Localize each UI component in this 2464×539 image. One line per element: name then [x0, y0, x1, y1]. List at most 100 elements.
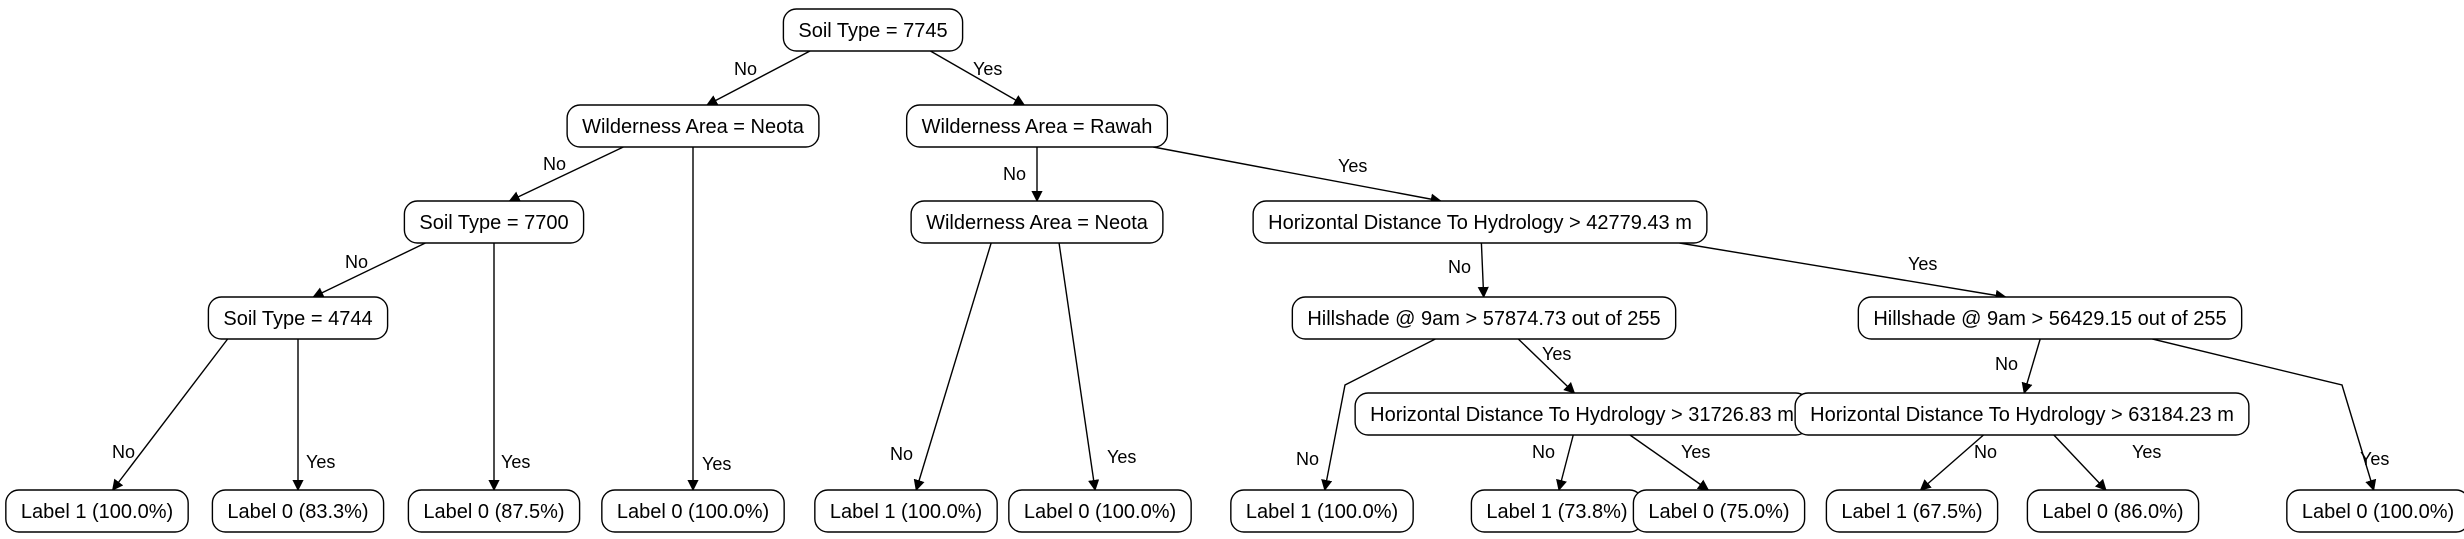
tree-node-label: Label 1 (100.0%): [21, 501, 173, 523]
tree-node-n15: Label 1 (100.0%): [1230, 489, 1414, 533]
tree-node-box: [1008, 489, 1192, 533]
tree-node-n14: Label 0 (83.3%): [211, 489, 385, 533]
tree-node-n10: Label 0 (100.0%): [1008, 489, 1192, 533]
tree-node-label: Label 1 (100.0%): [830, 501, 982, 523]
tree-node-n3: Soil Type = 7700: [403, 200, 585, 244]
tree-node-n11: Hillshade @ 9am > 57874.73 out of 255: [1291, 296, 1677, 340]
tree-node-n21: Label 1 (67.5%): [1825, 489, 1999, 533]
edge-label-no: No: [112, 442, 135, 462]
tree-node-n22: Label 0 (86.0%): [2026, 489, 2200, 533]
tree-node-label: Label 0 (100.0%): [2302, 501, 2454, 523]
tree-edge: [1517, 338, 1576, 394]
tree-node-box: [905, 104, 1169, 148]
tree-edge: [1321, 338, 1436, 492]
edge-label-no: No: [543, 154, 566, 174]
tree-node-label: Horizontal Distance To Hydrology > 63184…: [1810, 404, 2234, 426]
tree-node-box: [1825, 489, 1999, 533]
edge-label-no: No: [345, 252, 368, 272]
tree-node-label: Label 1 (100.0%): [1246, 501, 1398, 523]
tree-node-n19: Label 1 (73.8%): [1470, 489, 1644, 533]
tree-edge: [930, 50, 1026, 106]
edge-label-no: No: [890, 444, 913, 464]
tree-node-n6: Horizontal Distance To Hydrology > 42779…: [1252, 200, 1708, 244]
edge-label-no: No: [1974, 442, 1997, 462]
tree-node-label: Hillshade @ 9am > 57874.73 out of 255: [1307, 308, 1660, 330]
tree-node-label: Label 0 (75.0%): [1648, 501, 1789, 523]
tree-node-label: Hillshade @ 9am > 56429.15 out of 255: [1873, 308, 2226, 330]
tree-edge: [1058, 242, 1100, 492]
tree-node-box: [1794, 392, 2250, 436]
tree-edge: [111, 338, 229, 491]
tree-node-box: [1291, 296, 1677, 340]
edge-label-yes: Yes: [702, 454, 731, 474]
tree-edge: [1556, 434, 1574, 492]
edge-label-yes: Yes: [1107, 447, 1136, 467]
tree-node-box: [407, 489, 581, 533]
edge-label-no: No: [1003, 164, 1026, 184]
tree-edge: [2152, 338, 2377, 492]
tree-node-box: [5, 489, 189, 533]
tree-node-n5: Wilderness Area = Neota: [910, 200, 1164, 244]
tree-node-n1: Wilderness Area = Neota: [566, 104, 820, 148]
tree-edge: [2053, 434, 2107, 491]
tree-node-n12: Hillshade @ 9am > 56429.15 out of 255: [1857, 296, 2243, 340]
tree-node-label: Horizontal Distance To Hydrology > 31726…: [1370, 404, 1794, 426]
tree-node-label: Soil Type = 7700: [419, 212, 568, 234]
tree-node-box: [2286, 489, 2464, 533]
tree-node-label: Label 0 (100.0%): [617, 501, 769, 523]
tree-node-n2: Wilderness Area = Rawah: [905, 104, 1169, 148]
tree-node-box: [207, 296, 389, 340]
tree-node-n17: Horizontal Distance To Hydrology > 63184…: [1794, 392, 2250, 436]
tree-node-label: Soil Type = 4744: [223, 308, 372, 330]
edge-label-yes: Yes: [2132, 442, 2161, 462]
edge-label-yes: Yes: [501, 452, 530, 472]
tree-node-box: [814, 489, 998, 533]
edge-label-yes: Yes: [1338, 156, 1367, 176]
tree-node-box: [403, 200, 585, 244]
tree-node-n18: Label 0 (100.0%): [2286, 489, 2464, 533]
tree-node-n7: Soil Type = 4744: [207, 296, 389, 340]
tree-edge: [706, 50, 811, 106]
edge-label-no: No: [734, 59, 757, 79]
tree-edge: [508, 146, 624, 202]
edge-label-yes: Yes: [973, 59, 1002, 79]
edge-label-yes: Yes: [306, 452, 335, 472]
tree-node-label: Label 0 (83.3%): [227, 501, 368, 523]
tree-edge: [913, 242, 992, 492]
edge-label-yes: Yes: [1542, 344, 1571, 364]
tree-node-box: [601, 489, 785, 533]
tree-node-box: [1632, 489, 1806, 533]
tree-node-n13: Label 1 (100.0%): [5, 489, 189, 533]
tree-node-n8: Label 0 (87.5%): [407, 489, 581, 533]
edge-label-no: No: [1296, 449, 1319, 469]
tree-edge: [1477, 242, 1489, 299]
edge-label-no: No: [1448, 257, 1471, 277]
tree-node-box: [910, 200, 1164, 244]
tree-node-label: Label 0 (86.0%): [2042, 501, 2183, 523]
tree-edge: [312, 242, 426, 298]
tree-node-box: [211, 489, 385, 533]
tree-node-box: [566, 104, 820, 148]
tree-node-n9: Label 1 (100.0%): [814, 489, 998, 533]
tree-node-label: Wilderness Area = Neota: [926, 212, 1149, 234]
tree-edge: [1679, 242, 2007, 301]
edge-label-yes: Yes: [1908, 254, 1937, 274]
edge-label-no: No: [1995, 354, 2018, 374]
tree-node-n4: Label 0 (100.0%): [601, 489, 785, 533]
tree-node-n0: Soil Type = 7745: [782, 8, 964, 52]
edge-label-yes: Yes: [2360, 449, 2389, 469]
tree-node-label: Label 0 (87.5%): [423, 501, 564, 523]
tree-edge: [1629, 434, 1710, 491]
tree-node-n16: Horizontal Distance To Hydrology > 31726…: [1354, 392, 1810, 436]
edge-label-no: No: [1532, 442, 1555, 462]
tree-node-box: [2026, 489, 2200, 533]
tree-edge: [2021, 338, 2041, 395]
tree-node-box: [1252, 200, 1708, 244]
tree-node-label: Label 1 (73.8%): [1486, 501, 1627, 523]
tree-node-label: Wilderness Area = Neota: [582, 116, 805, 138]
tree-node-n20: Label 0 (75.0%): [1632, 489, 1806, 533]
edge-label-yes: Yes: [1681, 442, 1710, 462]
